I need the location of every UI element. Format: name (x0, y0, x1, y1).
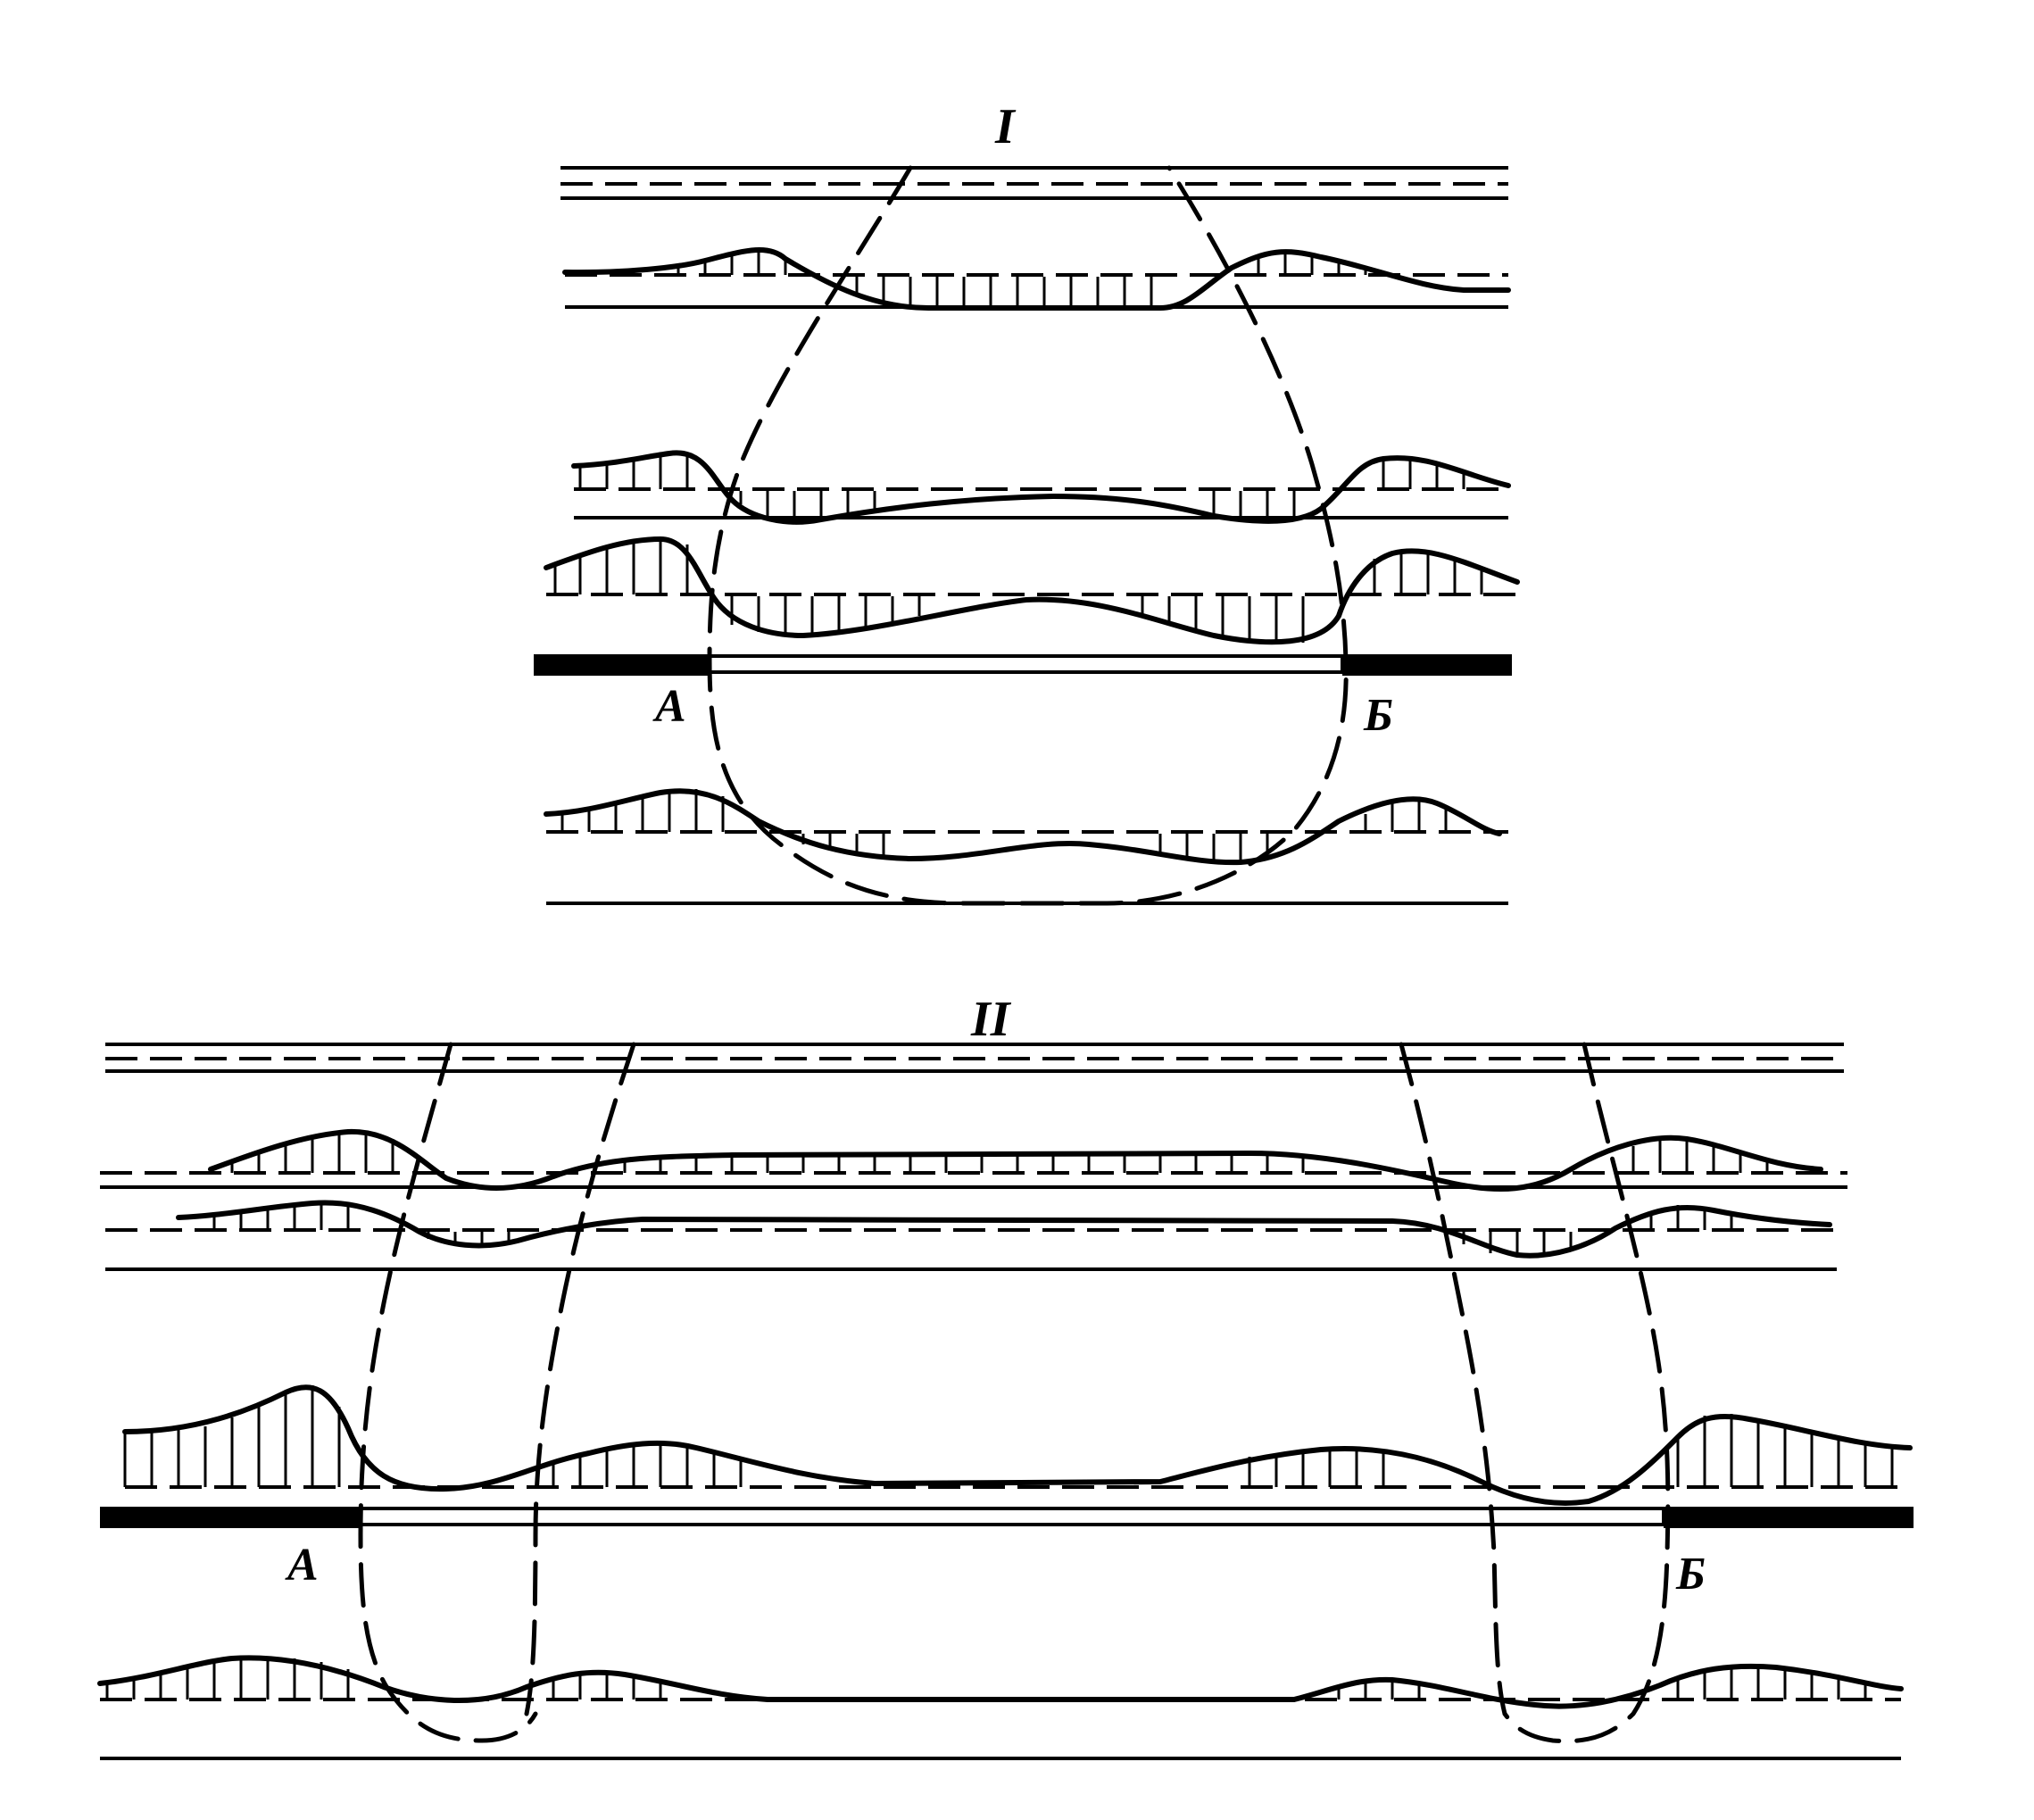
panel-2-curve-3 (122, 1384, 1913, 1506)
panel-2-profile-level-4 (97, 1655, 1904, 1760)
panel-2-profile-level-2 (105, 1200, 1837, 1271)
panel-2-boundary-right-inner (1399, 1042, 1507, 1716)
panel-2-hatch-4 (105, 1657, 1867, 1699)
panel-1-curve-4 (544, 788, 1502, 866)
panel-2-curve-1 (208, 1128, 1823, 1193)
panel-2-boundary-right-outer (1502, 1042, 1671, 1744)
panel-1-hatch-1 (677, 250, 1367, 307)
panel-1-hatch-4 (560, 789, 1448, 862)
panel-1-profile-level-3 (544, 536, 1520, 645)
panel-2: II (97, 992, 1914, 1760)
panel-1-point-a: А (652, 681, 686, 732)
panel-1-title: I (994, 99, 1017, 154)
panel-2-boundary-left-outer (358, 1042, 538, 1743)
panel-2-hatch-2 (212, 1203, 1733, 1255)
panel-1-profile-level-2 (571, 450, 1511, 525)
panel-1-curve-3 (544, 536, 1520, 645)
panel-1-bedrock (534, 654, 1512, 676)
panel-2-point-a: А (285, 1540, 319, 1591)
panel-1-hatch-3 (553, 539, 1483, 644)
panel-1-curve-1 (562, 247, 1511, 311)
panel-2-point-b: Б (1675, 1549, 1706, 1600)
panel-1-boundary-dashed (707, 165, 1349, 906)
panel-2-profile-level-3 (122, 1384, 1913, 1506)
panel-1-profile-level-4 (544, 788, 1508, 905)
panel-1-point-b: Б (1363, 690, 1393, 741)
panel-2-surface-lines (105, 1043, 1844, 1073)
panel-1-curve-2 (571, 450, 1511, 525)
panel-1-surface-lines (560, 166, 1508, 200)
panel-1-profile-level-1 (562, 247, 1511, 311)
panel-2-bedrock (100, 1507, 1914, 1528)
panel-2-profile-level-1 (100, 1128, 1847, 1193)
panel-2-title: II (970, 992, 1012, 1047)
panel-1: I (534, 99, 1520, 906)
panel-2-curve-2 (176, 1200, 1832, 1259)
panel-2-curve-4 (97, 1655, 1904, 1709)
panel-2-hatch-1 (230, 1132, 1769, 1173)
panel-1-hatch-2 (578, 453, 1465, 523)
panel-2-boundary-left-inner (524, 1042, 636, 1716)
panel-2-hatch-3 (123, 1385, 1894, 1487)
